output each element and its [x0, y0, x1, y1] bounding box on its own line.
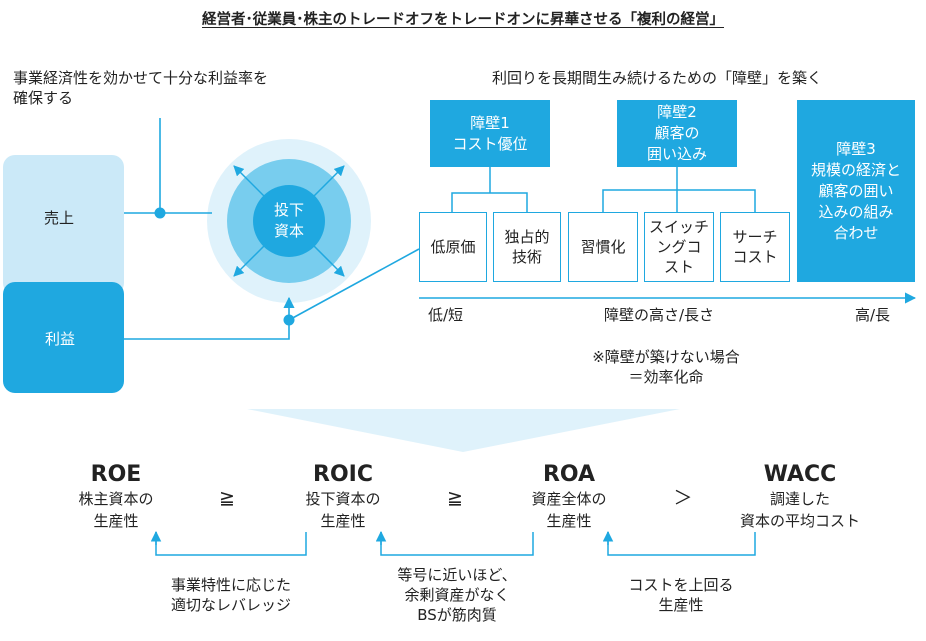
sales-block: [3, 155, 124, 295]
profit-junction-dot: [283, 314, 295, 326]
operator-2: ≧: [447, 487, 463, 509]
barrier2-tree: [602, 189, 756, 212]
wacc-metric: WACC 調達した 資本の平均コスト: [739, 462, 860, 530]
search-cost-box: サーチ コスト: [720, 212, 790, 282]
no-barrier-note: ※障壁が築けない場合 ＝効率化命: [592, 348, 740, 386]
profit-margin-caption: 事業経済性を効かせて十分な利益率を 確保する: [13, 69, 269, 107]
profit-label: 利益: [45, 330, 76, 348]
barrier2-box: 障壁2 顧客の 囲い込み: [617, 100, 737, 167]
expand-arrow-sw: [233, 242, 268, 277]
barrier-connector: [288, 248, 420, 321]
switching-cost-box: スイッチ ングコ スト: [644, 212, 714, 282]
roe-metric: ROE 株主資本の 生産性: [78, 462, 154, 530]
roic-metric: ROIC 投下資本の 生産性: [305, 462, 381, 530]
profit-block: [3, 282, 124, 393]
expand-arrow-nw: [233, 165, 268, 200]
barrier-heading: 利回りを長期間生み続けるための「障壁」を築く: [492, 69, 823, 87]
profit-to-capital-arrow: [124, 296, 295, 340]
funnel-shape: [247, 409, 680, 452]
capital-core: [253, 185, 325, 257]
operator-3: ＞: [673, 487, 693, 509]
leverage-note: 事業特性に応じた 適切なレバレッジ: [170, 576, 291, 614]
roic-roa-bracket: [380, 532, 534, 556]
low-cost-box: 低原価: [419, 212, 487, 282]
axis-high-label: 高/長: [855, 306, 891, 324]
barrier1-box: 障壁1 コスト優位: [430, 100, 550, 167]
habit-box: 習慣化: [568, 212, 638, 282]
axis-low-label: 低/短: [428, 306, 464, 324]
invested-capital-label: 投下 資本: [273, 201, 304, 240]
barrier3-box: 障壁3 規模の経済と 顧客の囲い 込みの組み 合わせ: [797, 100, 915, 282]
exceeds-cost-note: コストを上回る 生産性: [628, 576, 734, 614]
expand-arrow-ne: [310, 165, 345, 200]
sales-label: 売上: [44, 209, 75, 227]
roa-metric: ROA 資産全体の 生産性: [531, 462, 607, 530]
sales-junction-dot: [154, 207, 166, 219]
axis-mid-label: 障壁の高さ/長さ: [604, 306, 715, 324]
barrier1-tree: [451, 192, 528, 212]
roe-roic-bracket: [155, 532, 307, 556]
operator-1: ≧: [219, 487, 235, 509]
lean-bs-note: 等号に近いほど、 余剰資産がなく BSが筋肉質: [397, 566, 517, 624]
roa-wacc-bracket: [607, 532, 756, 556]
monopoly-tech-box: 独占的 技術: [493, 212, 561, 282]
page-title: 経営者･従業員･株主のトレードオフをトレードオンに昇華させる「複利の経営」: [202, 12, 724, 28]
expand-arrow-se: [310, 242, 345, 277]
